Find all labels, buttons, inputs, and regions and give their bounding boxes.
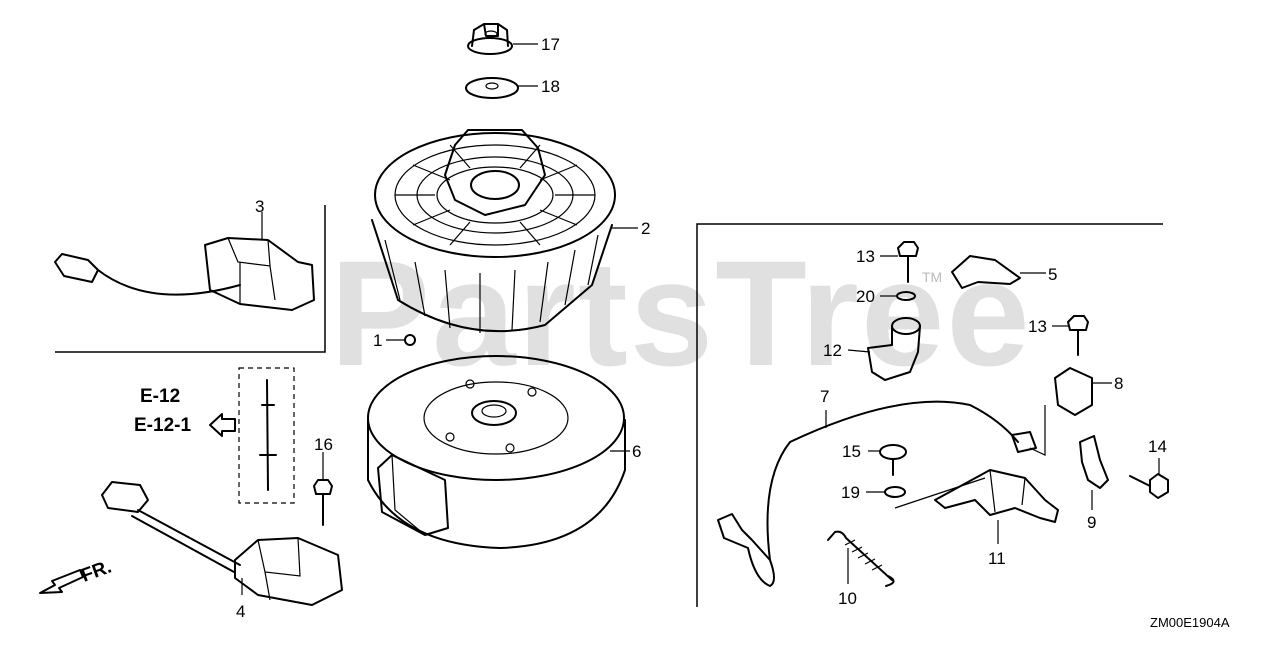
washer-20[interactable] <box>896 291 916 301</box>
callout-2[interactable]: 2 <box>641 219 650 238</box>
flywheel-6[interactable] <box>367 355 626 549</box>
cover-5[interactable] <box>951 255 1021 289</box>
callout-16[interactable]: 16 <box>314 435 333 454</box>
bolt-13-right[interactable] <box>1067 315 1089 356</box>
assembly-line <box>894 477 986 509</box>
wire-harness-7[interactable] <box>717 400 1037 587</box>
front-direction-arrow-icon <box>39 569 84 594</box>
diagram-code: ZM00E1904A <box>1150 615 1230 630</box>
front-direction-label: FR. <box>79 556 115 586</box>
washer-19[interactable] <box>884 486 906 498</box>
callout-6[interactable]: 6 <box>632 442 641 461</box>
callouts: 17 18 2 3 1 6 16 4 13 5 20 13 12 8 7 15 <box>236 35 1167 621</box>
callout-15[interactable]: 15 <box>842 442 861 461</box>
callout-5[interactable]: 5 <box>1048 265 1057 284</box>
switch-plate-11[interactable] <box>934 469 1059 523</box>
callout-13-upper[interactable]: 13 <box>856 247 875 266</box>
callout-18[interactable]: 18 <box>541 77 560 96</box>
ignition-coil-4[interactable] <box>101 481 343 606</box>
washer-18[interactable] <box>465 77 519 99</box>
cooling-fan-2[interactable] <box>371 129 616 333</box>
callout-1[interactable]: 1 <box>373 331 382 350</box>
frame-left <box>55 205 326 353</box>
grommet-holder-12[interactable] <box>867 317 921 381</box>
key-1[interactable] <box>404 334 416 346</box>
callout-17[interactable]: 17 <box>541 35 560 54</box>
screw-15[interactable] <box>879 444 907 476</box>
watermark: PartsTree <box>330 229 1032 397</box>
callout-8[interactable]: 8 <box>1114 374 1123 393</box>
callout-7[interactable]: 7 <box>820 387 829 406</box>
reference-e12[interactable]: E-12 <box>140 386 180 407</box>
reference-arrow-icon <box>209 413 236 437</box>
stud-bolt[interactable] <box>259 379 277 491</box>
callout-3[interactable]: 3 <box>255 197 264 216</box>
callout-12[interactable]: 12 <box>823 341 842 360</box>
callout-4[interactable]: 4 <box>236 602 245 621</box>
bracket-9[interactable] <box>1079 435 1109 489</box>
watermark-tm: TM <box>922 269 942 285</box>
callout-9[interactable]: 9 <box>1087 513 1096 532</box>
callout-20[interactable]: 20 <box>856 287 875 306</box>
stud-group-box <box>238 367 295 504</box>
spring-10[interactable] <box>827 530 895 587</box>
bolt-13-upper[interactable] <box>897 241 919 283</box>
callout-13-right[interactable]: 13 <box>1028 317 1047 336</box>
bolt-16[interactable] <box>313 479 333 526</box>
callout-19[interactable]: 19 <box>841 483 860 502</box>
callout-11[interactable]: 11 <box>988 549 1006 568</box>
callout-14[interactable]: 14 <box>1148 437 1167 456</box>
ignition-coil-3[interactable] <box>54 237 315 311</box>
flange-nut-17[interactable] <box>467 23 513 55</box>
bolt-14[interactable] <box>1129 473 1169 499</box>
frame-right <box>696 223 1163 607</box>
reference-e12-1[interactable]: E-12-1 <box>134 415 191 436</box>
callout-10[interactable]: 10 <box>838 589 857 608</box>
clip-8[interactable] <box>1054 367 1093 416</box>
